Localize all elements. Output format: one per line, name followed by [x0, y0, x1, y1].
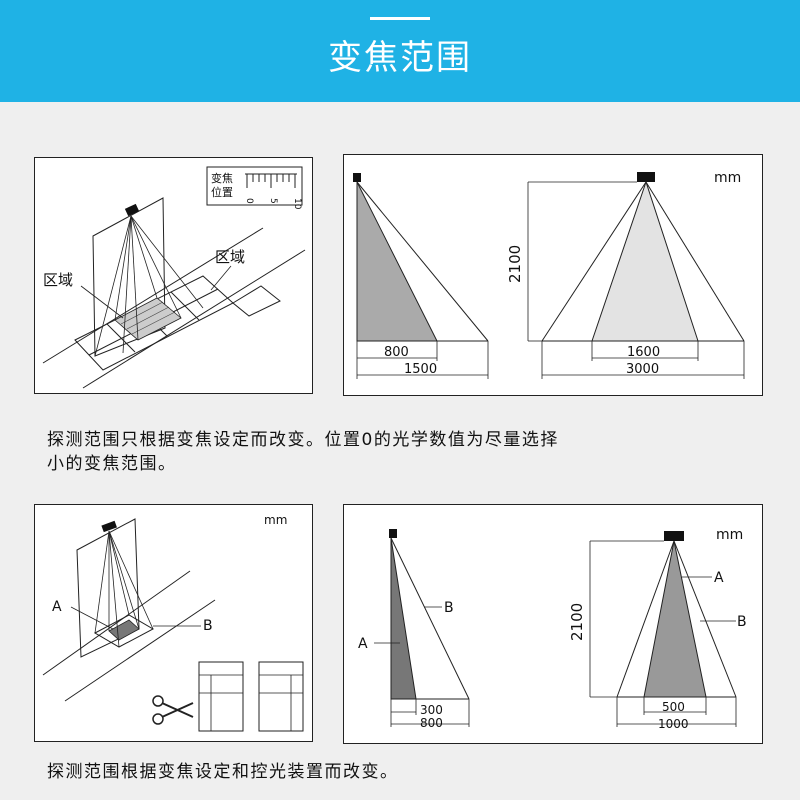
- panel-light-control-illustration: mm A B: [34, 504, 313, 742]
- dim-left-outer: 800: [420, 716, 443, 730]
- floor-back-edge: [82, 249, 306, 389]
- hatch-line: [131, 311, 176, 335]
- unit-label: mm: [264, 513, 287, 527]
- height-dimension: 2100: [506, 245, 524, 283]
- caption-zoom: 探测范围只根据变焦设定而改变。位置0的光学数值为尽量选择 小的变焦范围。: [47, 428, 559, 476]
- cone-line: [122, 215, 132, 354]
- floor-front-edge: [42, 227, 264, 364]
- cone-left-b: [390, 537, 470, 700]
- cone-line: [114, 215, 132, 321]
- cone-right-inner: [591, 180, 699, 342]
- mask-panel-right: [258, 661, 304, 732]
- zoom-area-diagram: 区域 区域 变焦 位置 0 5 10: [42, 166, 306, 389]
- grid-line: [106, 323, 136, 353]
- cone-line: [108, 530, 130, 616]
- floor-front-edge: [42, 570, 191, 676]
- sensor-right-icon: [637, 172, 655, 182]
- dim-right-inner: 1600: [627, 345, 660, 360]
- hatch-line: [126, 306, 170, 330]
- dim-right-outer: 1000: [658, 717, 689, 731]
- cone-right-outer-right: [645, 181, 745, 342]
- zoom-gauge-box: [206, 166, 303, 206]
- header-banner: 变焦范围: [0, 0, 800, 102]
- cone-right-b-right: [673, 540, 737, 698]
- panel-zoom-dimensions: mm 800 1500 2100 1600 3000: [343, 154, 763, 396]
- label-a-right: A: [714, 570, 724, 586]
- zoom-label-line1: 变焦: [211, 171, 233, 185]
- page-title: 变焦范围: [328, 38, 472, 78]
- hatch-line: [120, 301, 164, 325]
- dim-right-outer: 3000: [626, 362, 659, 377]
- cone-left-outer: [356, 181, 489, 342]
- label-a-left: A: [358, 636, 368, 652]
- zoom-mark-10: 10: [292, 198, 302, 210]
- cone-line: [108, 530, 154, 630]
- zoom-dimension-diagram: mm 800 1500 2100 1600 3000: [353, 170, 745, 379]
- cone-line: [108, 530, 120, 648]
- label-a: A: [52, 599, 62, 615]
- zoom-mark-5: 5: [268, 198, 278, 204]
- zone-right-pointer: [210, 265, 232, 291]
- caption-light-control-line1: 探测范围根据变焦设定和控光装置而改变。: [47, 762, 399, 782]
- dim-left-inner: 800: [384, 345, 409, 360]
- caption-zoom-line2: 小的变焦范围。: [47, 454, 177, 474]
- zoom-mark-0: 0: [244, 198, 254, 204]
- sensor-left-icon: [353, 173, 361, 182]
- cone-line: [130, 215, 182, 319]
- light-control-dimension-diagram: mm A B 300 800 A B 2100: [358, 527, 747, 731]
- unit-label: mm: [716, 527, 743, 543]
- dim-left-outer: 1500: [404, 362, 437, 377]
- zoom-label-line2: 位置: [211, 185, 233, 199]
- mask-panel-left: [198, 661, 244, 732]
- cone-right-outer-left: [541, 181, 647, 342]
- cone-right-a: [643, 540, 707, 698]
- cone-line: [94, 215, 132, 357]
- cone-line: [130, 215, 158, 299]
- panel-light-control-dimensions: mm A B 300 800 A B 2100: [343, 504, 763, 744]
- zone-label-right: 区域: [215, 248, 245, 266]
- dim-left-inner: 300: [420, 703, 443, 717]
- cone-right-b-left: [616, 540, 675, 698]
- label-b-right: B: [737, 614, 747, 630]
- header-accent-line: [370, 17, 430, 20]
- caption-light-control: 探测范围根据变焦设定和控光装置而改变。: [47, 760, 399, 784]
- sensor-icon: [101, 520, 117, 533]
- label-b: B: [203, 618, 213, 634]
- sensor-icon: [124, 203, 140, 217]
- grid-cell-far: [232, 285, 281, 317]
- label-a-pointer: [70, 606, 114, 630]
- label-b-left: B: [444, 600, 454, 616]
- cone-left-a: [390, 537, 417, 700]
- wall-outline: [92, 197, 166, 357]
- zone-label-left: 区域: [43, 271, 73, 289]
- cone-line: [130, 215, 204, 309]
- cone-line: [108, 530, 140, 630]
- cone-left-inner: [356, 181, 438, 342]
- floor-back-edge: [64, 599, 216, 702]
- sensor-right-icon: [664, 531, 684, 541]
- panel-zoom-area-illustration: 区域 区域 变焦 位置 0 5 10: [34, 157, 313, 394]
- zone-left-pointer: [80, 285, 124, 319]
- unit-label: mm: [714, 170, 741, 186]
- cone-line: [94, 530, 110, 634]
- sensor-left-icon: [389, 529, 397, 538]
- height-dimension: 2100: [568, 603, 586, 641]
- scissors-icon: [152, 695, 194, 725]
- dim-right-inner: 500: [662, 700, 685, 714]
- cone-line: [130, 215, 139, 341]
- caption-zoom-line1: 探测范围只根据变焦设定而改变。位置0的光学数值为尽量选择: [47, 430, 559, 450]
- light-control-diagram: mm A B: [42, 513, 304, 732]
